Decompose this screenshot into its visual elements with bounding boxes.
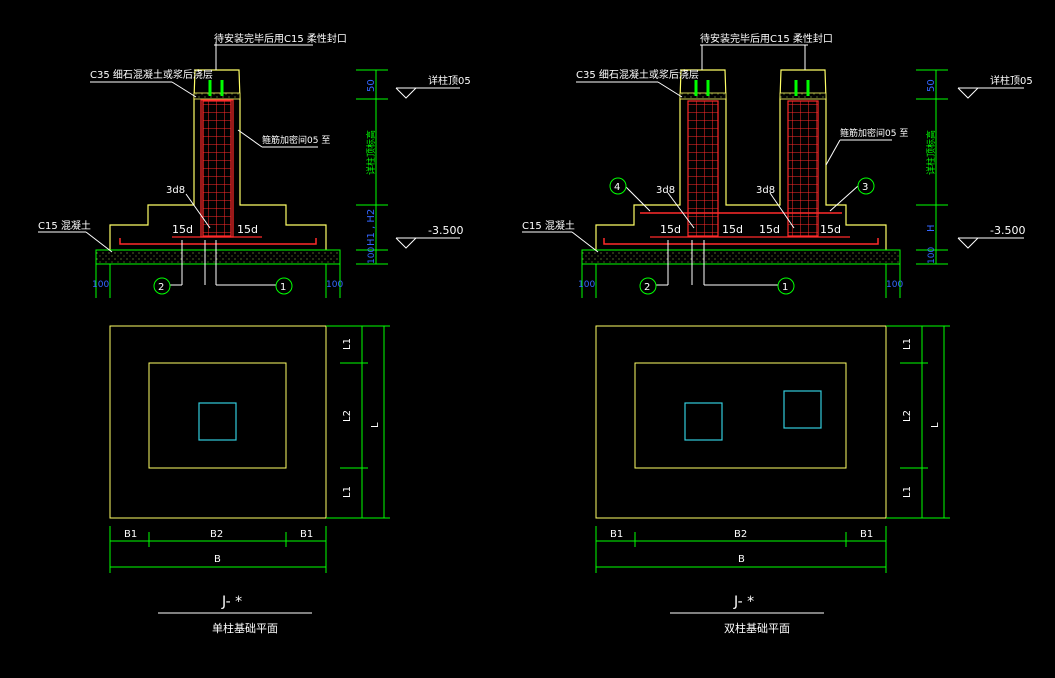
right-dim-50: 50 [926, 79, 937, 92]
left-plan-B1-right: B1 [300, 529, 313, 540]
right-section-view [522, 44, 1024, 298]
left-callout-2: 2 [158, 282, 164, 293]
left-plan-column [198, 402, 237, 441]
left-15d-a: 15d [172, 223, 193, 236]
right-callout-3-circle [857, 177, 875, 195]
right-dim-100-right: 100 [886, 280, 903, 290]
left-section-view [38, 42, 460, 298]
right-15d-3: 15d [759, 223, 780, 236]
right-rebar-cage-2 [787, 100, 819, 237]
left-elev-value: -3.500 [428, 224, 463, 237]
right-dim-100: 100 [927, 247, 937, 264]
left-plan-L1-top: L1 [342, 338, 353, 350]
right-plan-L2: L2 [902, 410, 913, 422]
right-plan-B2: B2 [734, 529, 747, 540]
left-dim-mid: 详柱顶标高 [365, 130, 377, 175]
right-15d-1: 15d [660, 223, 681, 236]
left-ring-note: 箍筋加密间05 至 [262, 134, 330, 146]
left-plan-L: L [370, 422, 381, 428]
right-15d-4: 15d [820, 223, 841, 236]
left-callout-1: 1 [280, 282, 286, 293]
left-plan-L1-bottom: L1 [342, 486, 353, 498]
left-plan-B1-left: B1 [124, 529, 137, 540]
left-plan-B2: B2 [210, 529, 223, 540]
right-callout-3: 3 [862, 182, 868, 193]
left-bottom-rebar [119, 238, 317, 245]
left-plan-view [109, 325, 390, 614]
left-title-name: 单柱基础平面 [212, 621, 278, 635]
right-elev-label: 详柱顶05 [990, 74, 1033, 87]
left-plan-outer [109, 325, 327, 519]
right-bar-3d8-a: 3d8 [656, 185, 675, 196]
right-dim-mid: 详柱顶标高 [925, 130, 937, 175]
left-top-note: 待安装完毕后用C15 柔性封口 [214, 32, 347, 45]
right-plan-outer [595, 325, 887, 519]
right-plan-B1-left: B1 [610, 529, 623, 540]
left-plan-L2: L2 [342, 410, 353, 422]
left-callout-2-circle [153, 277, 171, 295]
left-plan-B: B [214, 554, 221, 565]
right-plan-column-1 [684, 402, 723, 441]
left-mortar-band [193, 92, 241, 100]
left-dim-100-left: 100 [92, 280, 109, 290]
left-c15-note: C15 混凝土 [38, 219, 91, 232]
right-blinding-layer [581, 249, 901, 265]
right-plan-L: L [930, 422, 941, 428]
right-plan-view [595, 325, 950, 614]
left-callout-1-circle [275, 277, 293, 295]
right-title-name: 双柱基础平面 [724, 621, 790, 635]
right-plan-L1-top: L1 [902, 338, 913, 350]
right-plan-column-2 [783, 390, 822, 429]
right-ring-note: 箍筋加密间05 至 [840, 127, 908, 139]
right-dim-h: H [926, 224, 937, 232]
left-blinding-layer [95, 249, 341, 265]
right-15d-2: 15d [722, 223, 743, 236]
left-dim-50: 50 [366, 79, 377, 92]
left-15d-b: 15d [237, 223, 258, 236]
right-plan-L1-bottom: L1 [902, 486, 913, 498]
right-plan-B1-right: B1 [860, 529, 873, 540]
left-dim-100-right: 100 [326, 280, 343, 290]
left-title-code: J- * [221, 594, 242, 610]
left-dim-100: 100 [367, 247, 377, 264]
right-c15-note: C15 混凝土 [522, 219, 575, 232]
right-plan-inner [634, 362, 847, 469]
right-elev-value: -3.500 [990, 224, 1025, 237]
right-title-code: J- * [733, 594, 754, 610]
left-bar-3d8: 3d8 [166, 185, 185, 196]
right-footing-outline [595, 69, 887, 250]
right-dim-100-left: 100 [578, 280, 595, 290]
left-dim-h: H1 , H2 [366, 209, 377, 246]
right-callout-4: 4 [614, 182, 620, 193]
right-bar-3d8-b: 3d8 [756, 185, 775, 196]
right-plan-B: B [738, 554, 745, 565]
right-callout-2: 2 [644, 282, 650, 293]
right-callout-1: 1 [782, 282, 788, 293]
right-callout-2-circle [639, 277, 657, 295]
left-footing-outline [109, 69, 327, 250]
right-rebar-cage-1 [687, 100, 719, 237]
right-callout-1-circle [777, 277, 795, 295]
right-callout-4-circle [609, 177, 627, 195]
right-top-note: 待安装完毕后用C15 柔性封口 [700, 32, 833, 45]
left-plan-inner [148, 362, 287, 469]
left-elev-label: 详柱顶05 [428, 74, 471, 87]
left-rebar-cage [202, 100, 232, 237]
left-c35-note: C35 细石混凝土或浆后浇层 [90, 68, 213, 81]
right-c35-note: C35 细石混凝土或浆后浇层 [576, 68, 699, 81]
